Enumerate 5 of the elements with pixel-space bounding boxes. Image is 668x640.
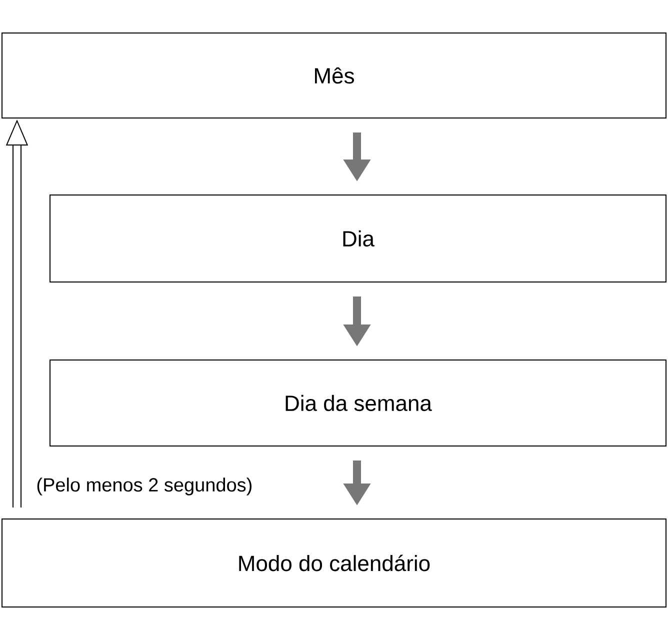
edge-label: (Pelo menos 2 segundos): [37, 478, 252, 496]
label-box: Dia da semana: [50, 360, 666, 446]
label-box: Mês: [2, 32, 666, 118]
label-box: Modo do calendário: [2, 518, 666, 608]
label-box: Dia: [50, 194, 666, 282]
